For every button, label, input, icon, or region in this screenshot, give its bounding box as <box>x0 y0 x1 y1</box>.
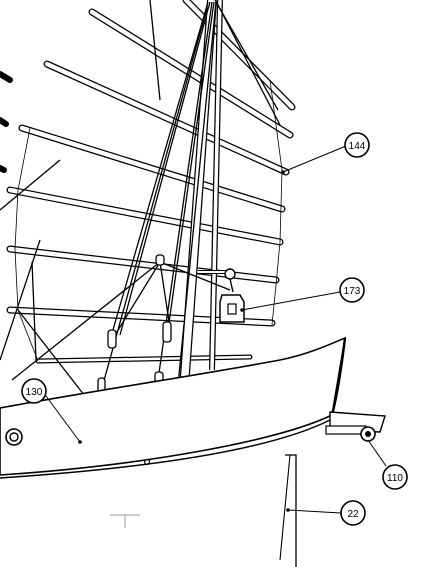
callout-110: 110 <box>382 464 408 490</box>
rigging-blocks <box>97 254 172 401</box>
sail-outline <box>14 79 283 362</box>
callout-label: 22 <box>347 509 359 520</box>
hull <box>0 336 347 567</box>
batten <box>43 60 290 176</box>
rigging <box>0 0 281 401</box>
callout-173: 173 <box>339 277 365 303</box>
callout-label: 130 <box>26 387 43 398</box>
callout-22: 22 <box>340 500 366 526</box>
batten-fragment <box>0 71 13 173</box>
leader-lines <box>45 145 387 514</box>
batten <box>6 186 284 246</box>
boom-ladder <box>35 354 253 364</box>
stern-fitting <box>325 411 386 442</box>
callout-label: 173 <box>344 286 361 297</box>
callout-label: 144 <box>349 141 366 152</box>
callout-130: 130 <box>21 378 47 404</box>
sail-battens <box>0 0 296 364</box>
batten <box>18 124 286 213</box>
callout-144: 144 <box>344 132 370 158</box>
lantern <box>198 268 245 323</box>
masts <box>179 0 223 389</box>
callout-label: 110 <box>387 473 403 484</box>
